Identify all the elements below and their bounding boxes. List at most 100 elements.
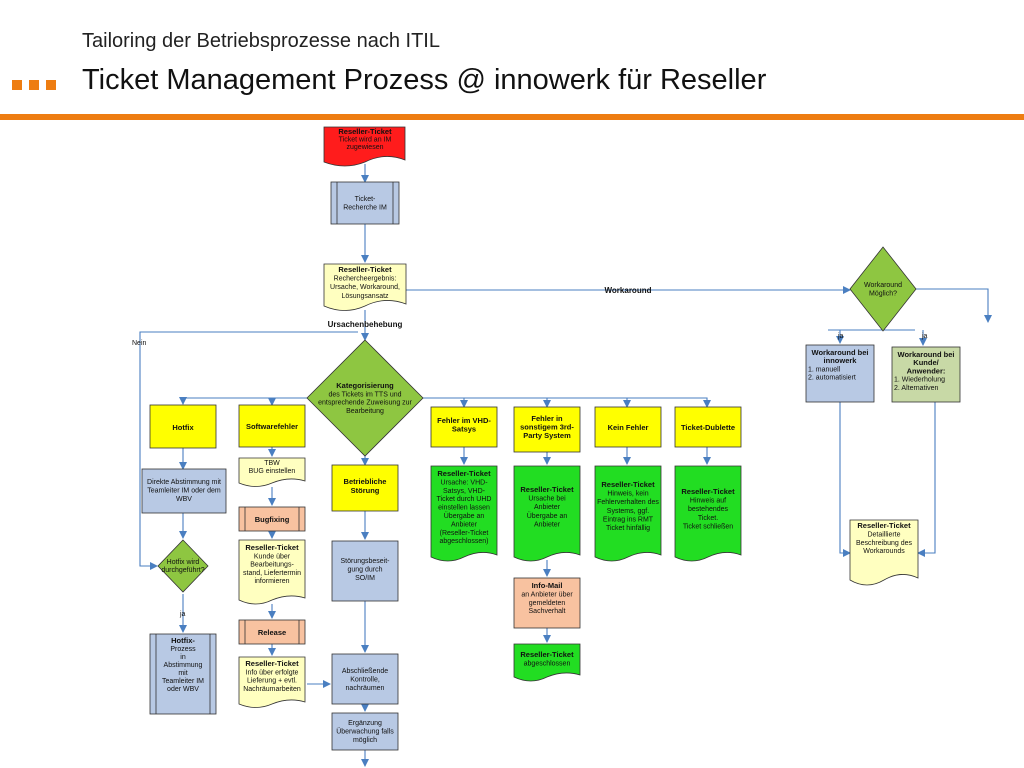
keinfehler-box — [594, 406, 662, 448]
dublette-box — [674, 406, 742, 448]
vhd-doc-label-line: (Reseller-Ticket — [440, 530, 489, 537]
kontrolle-label-line: nachräumen — [346, 685, 385, 692]
kein-doc-label-line: Eintrag ins RMT — [603, 516, 654, 523]
hotfix-prozess-label-line: mit — [178, 670, 187, 677]
third-closed-label-line: abgeschlossen — [524, 660, 571, 667]
vhd-doc-label-line: Übergabe an — [444, 512, 485, 520]
stoerung-sd-label-line: SO/IM — [355, 575, 375, 582]
betriebliche-box — [331, 464, 399, 512]
dub-doc-shape — [674, 465, 742, 562]
third-doc-label-line: Reseller-Ticket — [520, 485, 574, 494]
vhd-doc-label-line: Ursache: VHD- — [440, 479, 488, 486]
hotfix-decision — [157, 539, 209, 593]
vhd-doc-label-line: Anbieter — [451, 521, 478, 528]
hotfix-prozess-box — [149, 633, 217, 715]
infomail-label-line: Info-Mail — [532, 581, 563, 590]
recherche-label-line: Ticket- — [355, 196, 376, 203]
kunde-info-label-line: Bearbeitungs- — [250, 562, 294, 569]
kein-doc-label-line: Systems, ggf. — [607, 508, 649, 515]
start-label-line: Reseller-Ticket — [338, 127, 392, 136]
kategorisierung-label-line: Kategorisierung — [336, 381, 394, 390]
wa-doc-label-line: Detaillierte — [867, 531, 900, 538]
kein-doc-label-line: Ticket hinfällig — [606, 525, 650, 532]
lieferung-shape — [238, 656, 306, 708]
ueberwachung-label-line: Überwachung falls — [336, 728, 394, 736]
wa-innowerk-box — [805, 344, 875, 403]
tbw-label-line: TBW — [264, 460, 280, 467]
edge-label-nein: Nein — [132, 340, 147, 347]
release-label-line: Release — [258, 628, 286, 637]
vhd-doc-label-line: Satsys, VHD- — [443, 488, 486, 495]
keinfehler-label-line: Kein Fehler — [608, 423, 649, 432]
dub-doc-label-line: Ticket. — [698, 515, 718, 522]
tbw-label-line: BUG einstellen — [249, 468, 296, 475]
kategorisierung-decision — [306, 339, 424, 457]
dub-doc-label-line: Ticket schließen — [683, 523, 733, 530]
header-rule — [0, 114, 1024, 120]
start-label-line: Ticket wird an IM — [339, 137, 392, 144]
abstimmung-label-line: Teamleiter IM oder dem — [147, 488, 221, 495]
vhd-doc-shape — [430, 465, 498, 562]
wa-kunde-label-line: Workaround bei — [898, 350, 955, 359]
recherche-box — [330, 181, 400, 225]
kategorisierung-label-line: Bearbeitung — [346, 408, 384, 415]
start-label-line: zugewiesen — [347, 144, 384, 151]
wa-innowerk-label-line: Workaround bei — [812, 348, 869, 357]
page-subtitle: Tailoring der Betriebsprozesse nach ITIL — [82, 30, 440, 52]
page-title: Ticket Management Prozess @ innowerk für… — [82, 64, 767, 96]
hotfix-q-label-line: Hotfix wird — [167, 559, 200, 566]
wa-kunde-box — [891, 346, 961, 403]
thirdparty-label-line: Fehler in — [531, 414, 563, 423]
third-doc-label-line: Übergabe an — [527, 512, 568, 520]
wa-doc-label-line: Workarounds — [863, 548, 905, 555]
ergebnis-label-line: Reseller-Ticket — [338, 265, 392, 274]
tbw-shape — [238, 457, 306, 487]
workaround-decision — [849, 246, 917, 332]
kein-doc-label-line: Hinweis, kein — [607, 491, 648, 498]
hotfix-prozess-label-line: oder WBV — [167, 686, 199, 693]
kontrolle-label-line: Abschließende — [342, 668, 388, 675]
edge-label-ursachenbehebung: Ursachenbehebung — [328, 320, 403, 329]
kunde-info-shape — [238, 539, 306, 605]
vhd-doc-label-line: einstellen lassen — [438, 505, 490, 512]
ueberwachung-label-line: Ergänzung — [348, 720, 382, 727]
connectors — [139, 164, 992, 767]
kein-doc-shape — [594, 465, 662, 562]
workaround-q-label-line: Workaround — [864, 282, 902, 289]
wa-kunde-label-line: 2. Alternativen — [894, 385, 938, 392]
kontrolle-box — [331, 653, 399, 705]
vhd-doc-label-line: Reseller-Ticket — [437, 469, 491, 478]
third-doc-shape — [513, 465, 581, 562]
wa-doc-label-line: Beschreibung des — [856, 540, 913, 547]
betriebliche-label-line: Betriebliche — [344, 477, 387, 486]
workaround-q-label-line: Möglich? — [869, 291, 897, 298]
edge-label-workaround: Workaround — [605, 286, 652, 295]
start-ticket-shape — [323, 126, 406, 167]
ergebnis-label-line: Lösungsansatz — [341, 293, 389, 300]
wa-kunde-label-line: Anwender: — [907, 366, 946, 375]
third-closed-label-line: Reseller-Ticket — [520, 650, 574, 659]
release-box — [238, 619, 306, 645]
infomail-label-line: Sachverhalt — [529, 608, 566, 615]
wa-kunde-label-line: Kunde/ — [913, 358, 939, 367]
abstimmung-label-line: Direkte Abstimmung mit — [147, 479, 221, 486]
third-doc-label-line: Anbieter — [534, 521, 561, 528]
hotfix-prozess-label-line: Hotfix- — [171, 636, 195, 645]
stoerung-sd-box — [331, 540, 399, 602]
lieferung-label-line: Nachräumarbeiten — [243, 686, 301, 693]
ergebnis-label-line: Ursache, Workaround, — [330, 284, 400, 291]
dub-doc-label-line: Hinweis auf — [690, 498, 726, 505]
dub-doc-label-line: bestehendes — [688, 506, 729, 513]
softwarefehler-box — [238, 404, 306, 448]
lieferung-label-line: Lieferung + evtl. — [247, 678, 297, 685]
hotfix-prozess-label-line: Abstimmung — [164, 662, 203, 669]
kunde-info-label-line: informieren — [254, 578, 289, 585]
title-marker-icon — [12, 77, 63, 95]
stoerung-sd-label-line: Störungsbeseit- — [340, 558, 390, 565]
vhd-doc-label-line: abgeschlossen) — [439, 538, 488, 545]
thirdparty-label-line: sonstigem 3rd- — [520, 423, 574, 432]
hotfix-label-line: Hotfix — [172, 423, 194, 432]
infomail-label-line: an Anbieter über — [521, 591, 573, 598]
